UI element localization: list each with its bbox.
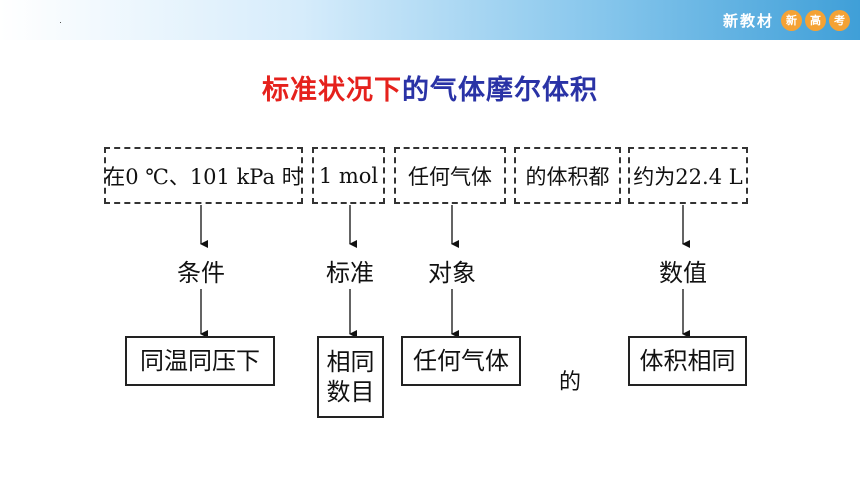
title-part-blue: 的气体摩尔体积	[402, 75, 598, 106]
title-part-red: 标准状况下	[262, 75, 402, 106]
brand-logo: 新教材 新 高 考	[723, 7, 850, 33]
result-standard-line1: 相同	[326, 348, 375, 376]
phrase-box-volume: 的体积都	[514, 147, 621, 204]
brand-badge-xin: 新	[781, 9, 802, 31]
result-box-condition: 同温同压下	[125, 336, 275, 386]
phrase-value: 约为22.4 L	[633, 164, 743, 189]
result-box-value: 体积相同	[628, 336, 747, 386]
result-object: 任何气体	[413, 347, 509, 375]
phrase-object: 任何气体	[408, 164, 492, 189]
result-connector: 的	[558, 370, 582, 395]
page-title: 标准状况下的气体摩尔体积	[0, 68, 860, 107]
result-box-standard: 相同 数目	[317, 336, 384, 418]
phrase-box-amount: 1 mol	[312, 147, 385, 204]
phrase-box-condition: 在0 ℃、101 kPa 时	[104, 147, 303, 204]
brand-text: 新教材	[722, 11, 774, 30]
header-bar: 新教材 新 高 考	[0, 0, 860, 40]
phrase-volume: 的体积都	[525, 164, 610, 189]
phrase-box-object: 任何气体	[394, 147, 506, 204]
result-box-object: 任何气体	[401, 336, 521, 386]
phrase-amount: 1 mol	[318, 163, 379, 188]
label-condition: 条件	[177, 259, 225, 287]
label-standard: 标准	[326, 259, 374, 287]
brand-badge-kao: 考	[829, 9, 850, 31]
label-value: 数值	[659, 259, 707, 287]
brand-badge-gao: 高	[805, 9, 826, 31]
phrase-condition: 在0 ℃、101 kPa 时	[104, 164, 303, 189]
result-standard-line2: 数目	[326, 378, 375, 406]
phrase-box-value: 约为22.4 L	[628, 147, 748, 204]
label-object: 对象	[428, 259, 476, 287]
result-condition: 同温同压下	[140, 347, 260, 375]
decorative-dot	[60, 22, 61, 23]
result-value: 体积相同	[639, 347, 736, 375]
